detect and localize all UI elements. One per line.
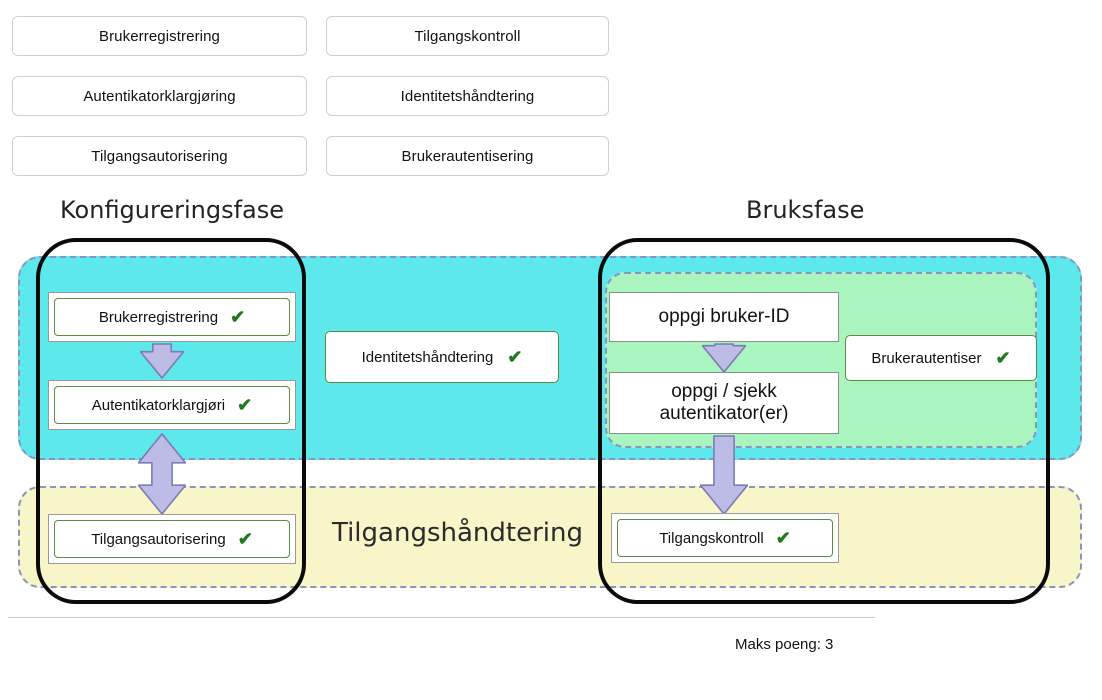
- check-icon: ✔: [237, 395, 253, 415]
- palette-chip[interactable]: Brukerautentisering: [326, 136, 609, 176]
- palette-chip-label: Tilgangskontroll: [414, 27, 521, 45]
- palette-chip-label: Identitetshåndtering: [400, 87, 535, 105]
- arrow-config-vertical-double-icon: [138, 433, 186, 515]
- drop-slot-brukerregistrering[interactable]: Brukerregistrering ✔: [48, 292, 296, 342]
- process-box-oppgi-sjekk-autentikator: oppgi / sjekk autentikator(er): [609, 372, 839, 434]
- arrow-autentikator-to-tilgangskontroll-icon: [700, 435, 748, 515]
- palette-chip-label: Brukerregistrering: [98, 27, 220, 45]
- arrow-bruker-id-to-autentikator-icon: [702, 343, 746, 373]
- palette-chip[interactable]: Identitetshåndtering: [326, 76, 609, 116]
- check-icon: ✔: [995, 348, 1011, 368]
- zone-label-access-management: Tilgangshåndtering: [332, 518, 583, 548]
- placed-chip-tilgangsautorisering[interactable]: Tilgangsautorisering ✔: [54, 520, 290, 558]
- max-score-label: Maks poeng: 3: [735, 636, 834, 653]
- drop-slot-autentikatorklargjoring[interactable]: Autentikatorklargjøri ✔: [48, 380, 296, 430]
- placed-chip-identitetshandtering[interactable]: Identitetshåndtering ✔: [325, 331, 559, 383]
- palette-chip-label: Tilgangsautorisering: [91, 147, 228, 165]
- check-icon: ✔: [237, 529, 253, 549]
- placed-chip-label: Autentikatorklargjøri: [91, 396, 226, 414]
- placed-chip-brukerregistrering[interactable]: Brukerregistrering ✔: [54, 298, 290, 336]
- placed-chip-brukerautentisering[interactable]: Brukerautentiser ✔: [845, 335, 1037, 381]
- placed-chip-label: Tilgangsautorisering: [91, 530, 226, 548]
- placed-chip-tilgangskontroll[interactable]: Tilgangskontroll ✔: [617, 519, 833, 557]
- drop-slot-tilgangsautorisering[interactable]: Tilgangsautorisering ✔: [48, 514, 296, 564]
- process-box-oppgi-bruker-id: oppgi bruker-ID: [609, 292, 839, 342]
- palette-chip[interactable]: Brukerregistrering: [12, 16, 307, 56]
- drop-slot-tilgangskontroll[interactable]: Tilgangskontroll ✔: [611, 513, 839, 563]
- check-icon: ✔: [507, 347, 523, 367]
- phase-caption: Konfigureringsfase: [60, 196, 285, 224]
- placed-chip-label: Identitetshåndtering: [361, 348, 494, 366]
- footer-divider: [8, 617, 875, 618]
- phase-caption: Bruksfase: [746, 196, 865, 224]
- palette-chip[interactable]: Tilgangskontroll: [326, 16, 609, 56]
- check-icon: ✔: [230, 307, 246, 327]
- palette-chip[interactable]: Tilgangsautorisering: [12, 136, 307, 176]
- placed-chip-label: Brukerautentiser: [871, 349, 982, 367]
- palette-chip-label: Autentikatorklargjøring: [83, 87, 236, 105]
- placed-chip-label: Tilgangskontroll: [659, 529, 764, 547]
- placed-chip-label: Brukerregistrering: [98, 308, 219, 326]
- arrow-brukerreg-to-autentikator-icon: [140, 343, 184, 379]
- palette-chip-label: Brukerautentisering: [401, 147, 534, 165]
- placed-chip-autentikatorklargjoring[interactable]: Autentikatorklargjøri ✔: [54, 386, 290, 424]
- palette-chip[interactable]: Autentikatorklargjøring: [12, 76, 307, 116]
- check-icon: ✔: [775, 528, 791, 548]
